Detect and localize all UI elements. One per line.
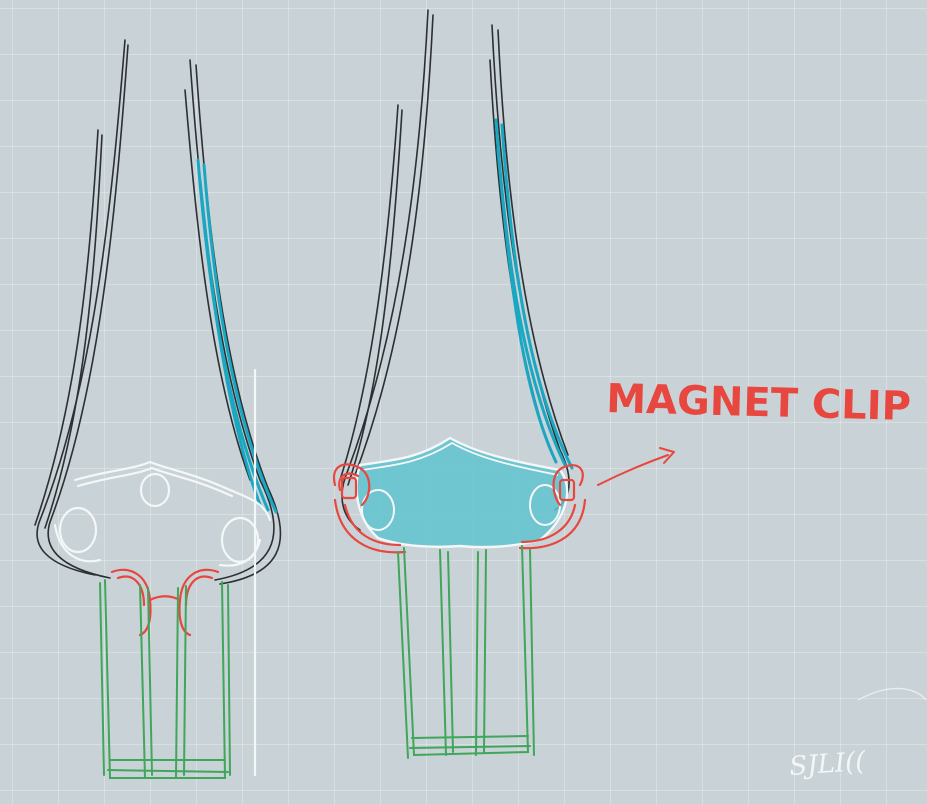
left-green-stand bbox=[100, 580, 230, 778]
left-pencil-straps bbox=[35, 40, 281, 584]
signature: SJLI(( bbox=[788, 688, 926, 782]
signature-text: SJLI(( bbox=[788, 747, 867, 782]
left-magnet-clip bbox=[112, 570, 218, 635]
right-mask-body bbox=[357, 438, 567, 547]
left-blue-strap bbox=[198, 160, 276, 512]
magnet-clip-annotation: MAGNET CLIP bbox=[598, 376, 911, 485]
left-mask-sketch bbox=[35, 40, 281, 778]
annotation-arrow bbox=[598, 455, 668, 485]
right-blue-strap bbox=[496, 120, 572, 468]
magnet-clip-label: MAGNET CLIP bbox=[606, 376, 912, 430]
right-green-stand bbox=[398, 546, 534, 758]
right-mask-sketch bbox=[334, 10, 585, 758]
